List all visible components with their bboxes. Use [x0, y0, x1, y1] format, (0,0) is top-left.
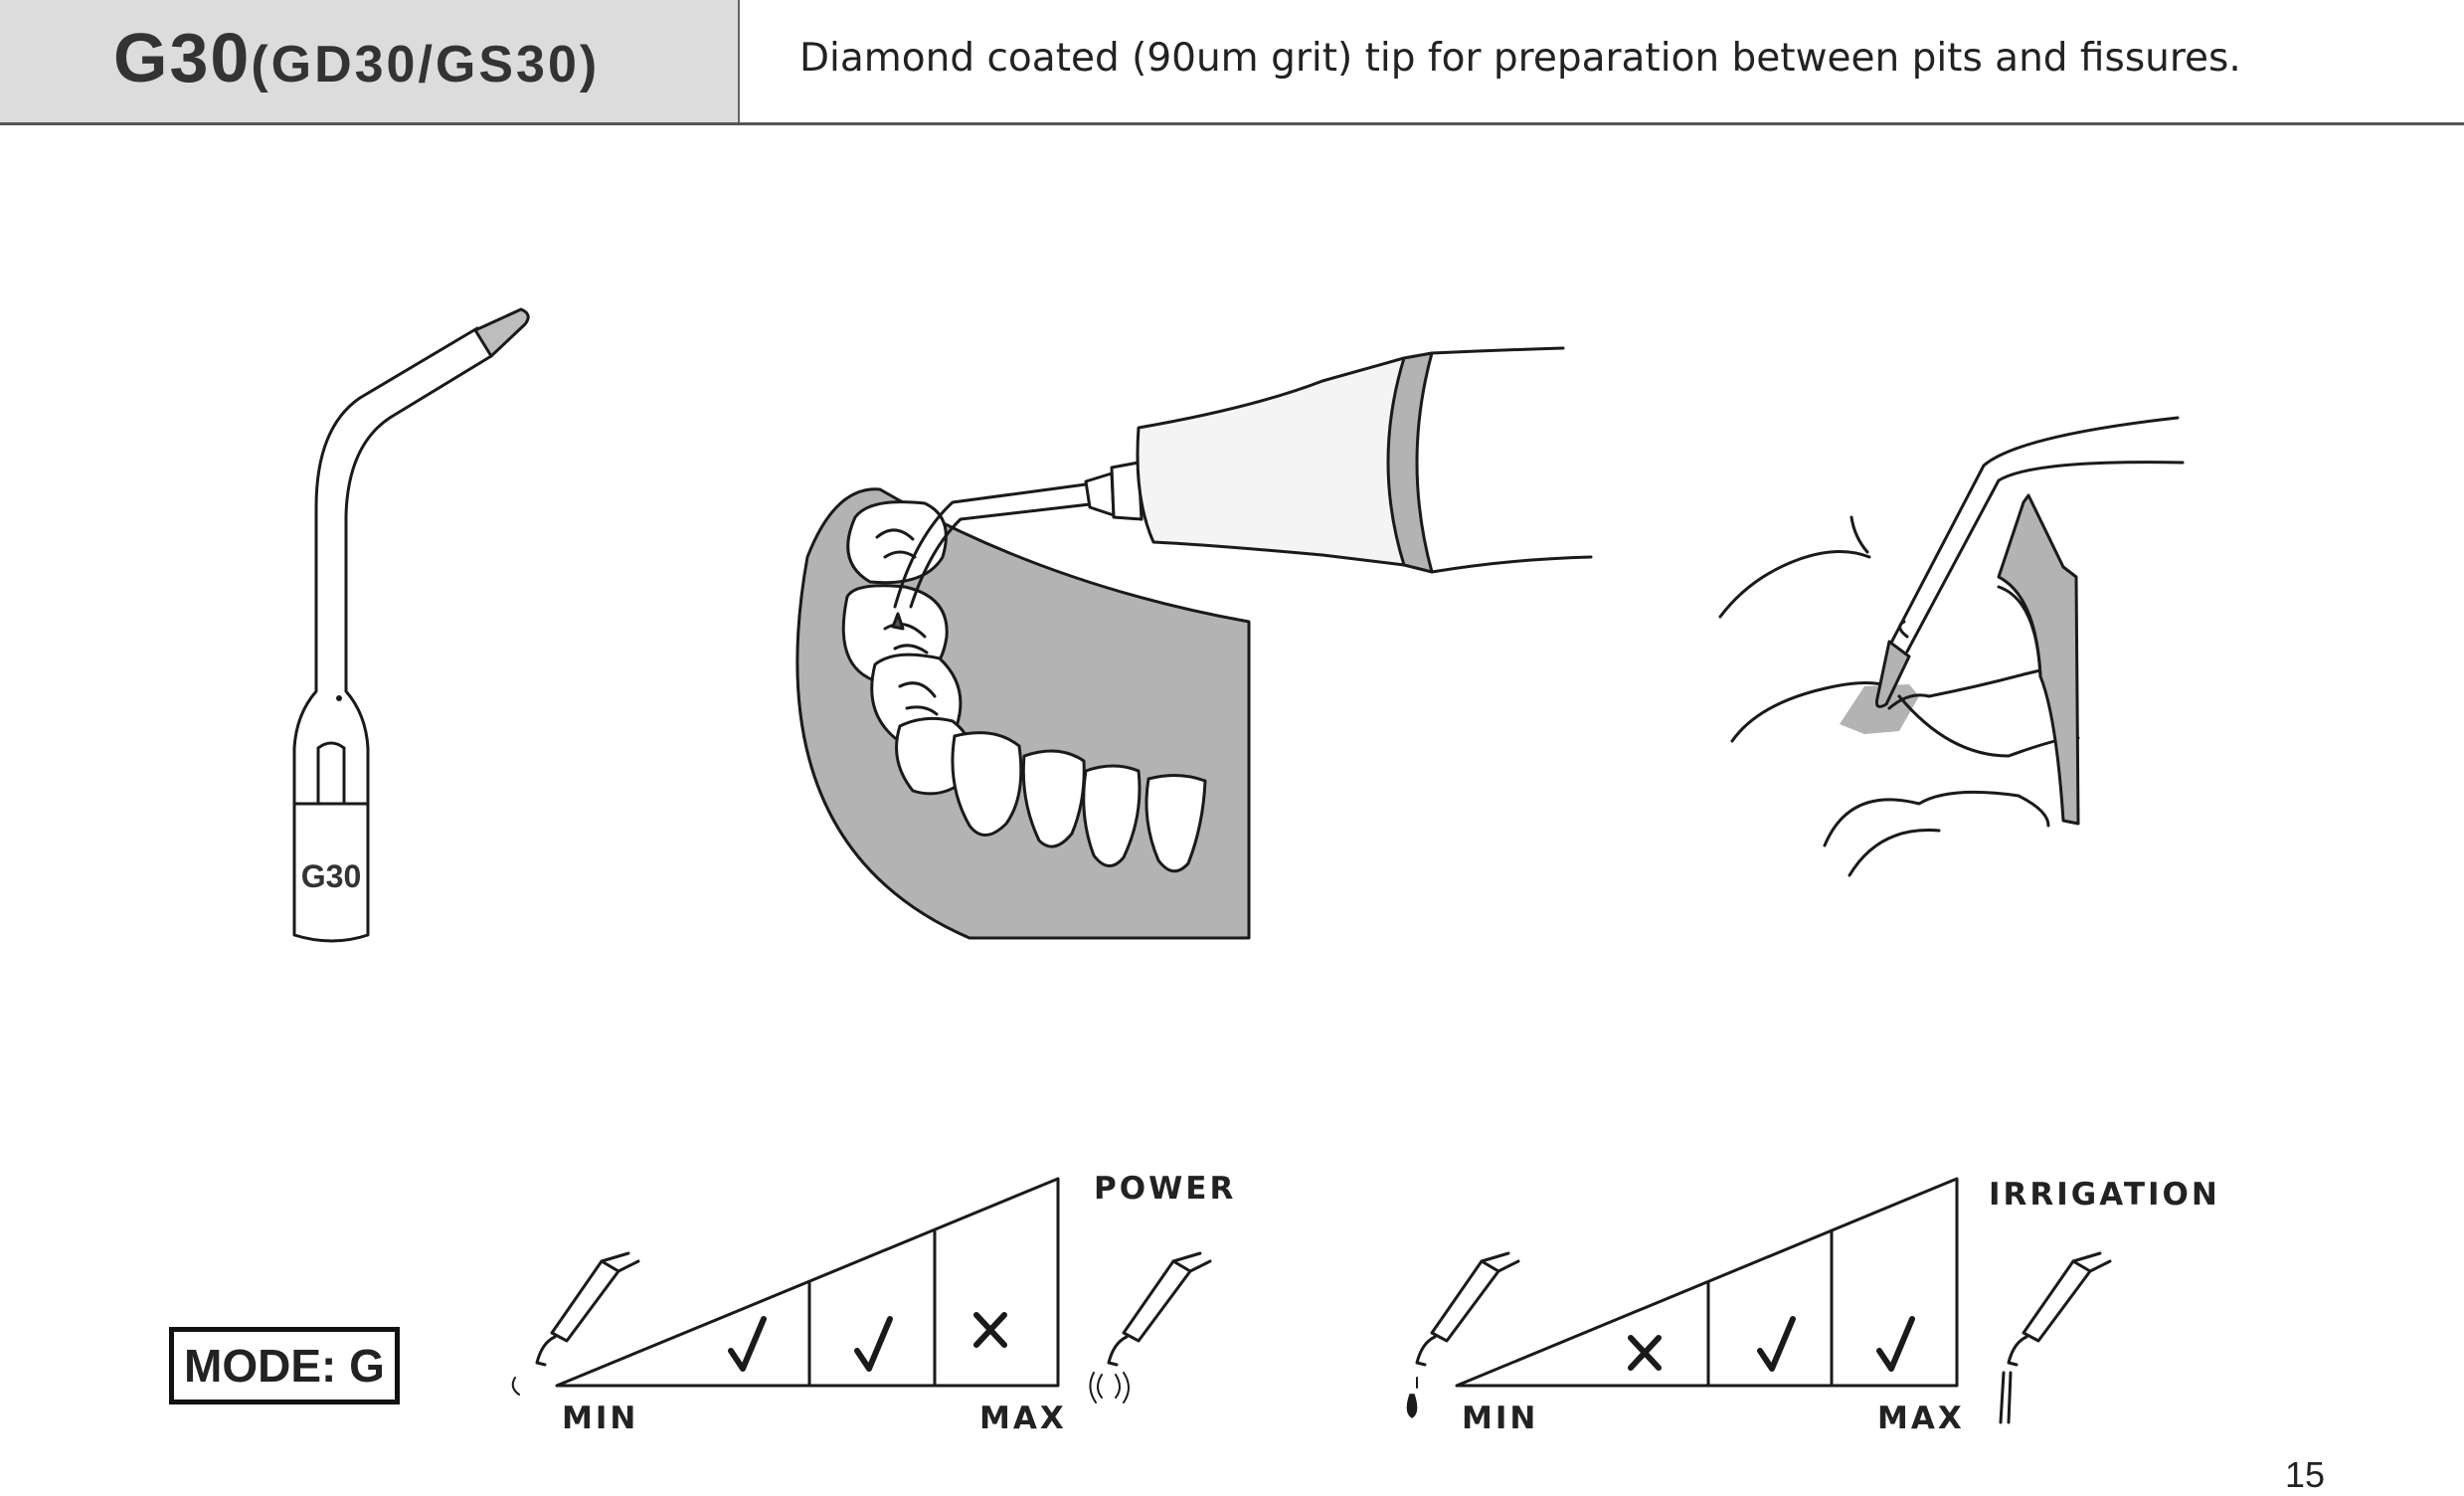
power-max-handpiece-icon	[1089, 1251, 1212, 1403]
irrigation-min-handpiece-icon	[1406, 1251, 1520, 1418]
irrigation-max-handpiece-icon	[1999, 1251, 2112, 1424]
irrigation-min-label: MIN	[1462, 1401, 1539, 1436]
tip-engraving-label: G30	[301, 858, 361, 894]
mouth-treatment-illustration	[795, 346, 1593, 940]
irrigation-level-2-check-icon	[1757, 1316, 1796, 1372]
scaler-tip-illustration	[292, 307, 530, 943]
irrigation-scale	[1455, 1177, 1959, 1388]
irrigation-title: IRRIGATION	[1989, 1177, 2220, 1213]
model-title: G30(GD30/GS30)	[113, 18, 600, 107]
header-divider	[0, 122, 2464, 125]
power-level-2-check-icon	[854, 1316, 893, 1372]
power-min-handpiece-icon	[511, 1251, 640, 1396]
power-level-1-check-icon	[728, 1316, 767, 1372]
irrigation-level-1-cross-icon	[1628, 1335, 1662, 1371]
model-variants: (GD30/GS30)	[251, 36, 601, 94]
mode-badge: MODE: G	[169, 1327, 400, 1404]
power-max-label: MAX	[979, 1401, 1067, 1436]
irrigation-level-3-check-icon	[1876, 1316, 1915, 1372]
power-title: POWER	[1094, 1171, 1237, 1207]
power-level-3-cross-icon	[973, 1312, 1007, 1348]
header-model-box	[0, 0, 740, 123]
power-scale	[555, 1177, 1060, 1388]
model-code: G30	[113, 19, 252, 96]
irrigation-max-label: MAX	[1877, 1401, 1965, 1436]
page-number: 15	[2285, 1454, 2326, 1495]
fissure-closeup-illustration	[1718, 416, 2185, 877]
power-min-label: MIN	[562, 1401, 639, 1436]
tip-description: Diamond coated (90um grit) tip for prepa…	[799, 36, 2241, 81]
